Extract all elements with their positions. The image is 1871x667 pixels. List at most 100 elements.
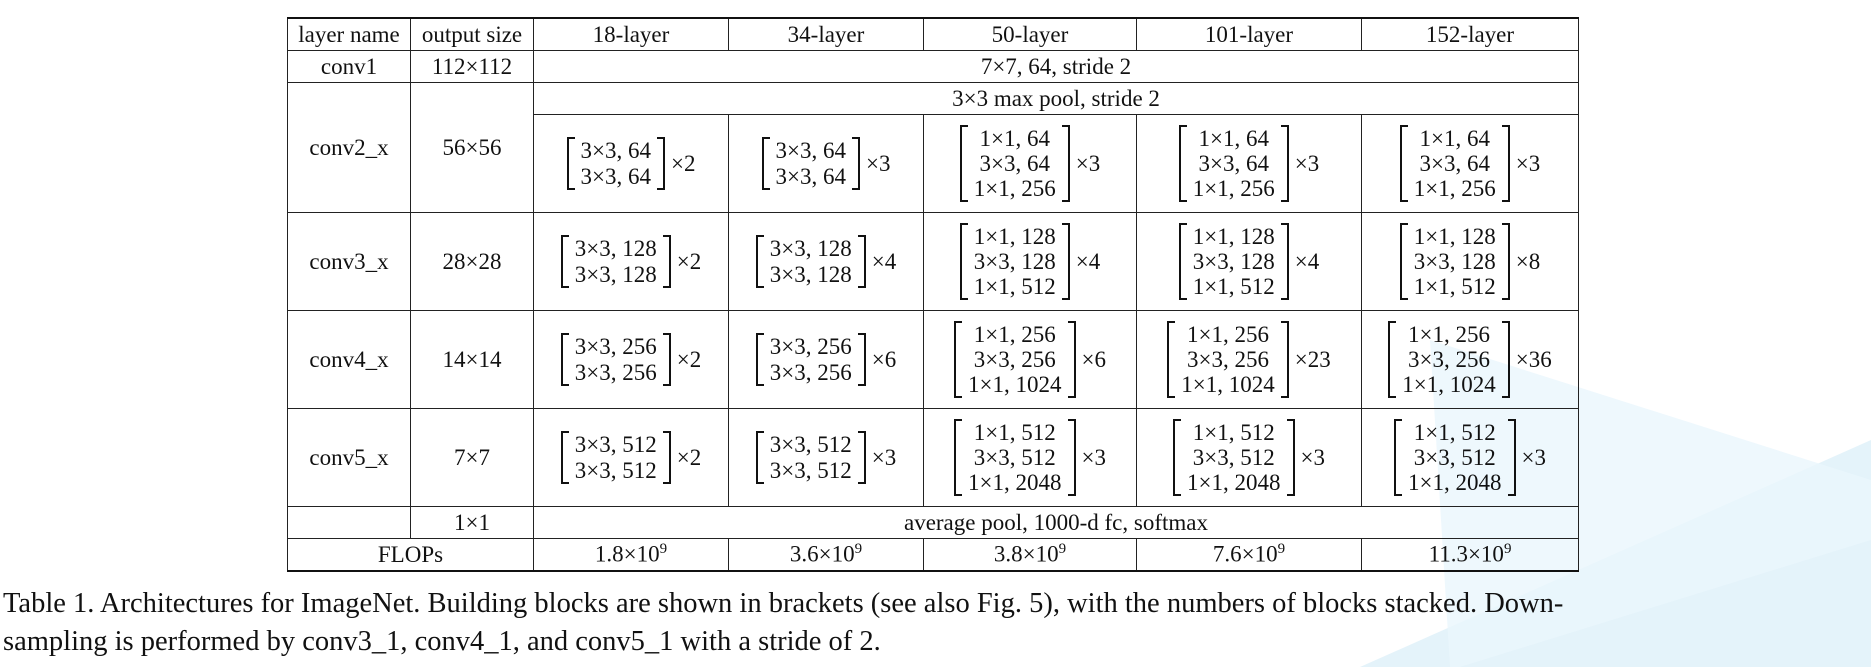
final-row: 1×1 average pool, 1000-d fc, softmax xyxy=(287,506,1579,539)
caption-line-2: sampling is performed by conv3_1, conv4_… xyxy=(3,626,881,657)
block-layer-spec: 3×3, 256 xyxy=(973,346,1056,372)
block-layer-spec: 1×1, 512 xyxy=(973,274,1056,300)
maxpool-row: conv2_x 56×56 3×3 max pool, stride 2 xyxy=(287,82,1579,213)
block-layer-spec: 1×1, 512 xyxy=(973,419,1056,445)
block-multiplier: ×2 xyxy=(676,248,702,274)
block-layer-spec: 1×1, 128 xyxy=(973,223,1056,249)
block-multiplier: ×3 xyxy=(1075,150,1101,176)
header-18-layer: 18-layer xyxy=(533,17,729,51)
stage-name: conv4_x xyxy=(287,310,411,409)
block-multiplier: ×36 xyxy=(1515,346,1552,372)
block-multiplier: ×8 xyxy=(1515,248,1541,274)
header-50-layer: 50-layer xyxy=(923,17,1137,51)
block-layer-spec: 3×3, 128 xyxy=(1413,248,1496,274)
flops-mantissa: 3.8×10 xyxy=(993,541,1059,567)
block-layer-spec: 3×3, 64 xyxy=(1198,150,1269,176)
block-layer-spec: 1×1, 2048 xyxy=(1187,470,1281,496)
block-layer-spec: 3×3, 256 xyxy=(574,334,657,360)
final-spec: average pool, 1000-d fc, softmax xyxy=(533,506,1579,539)
block-layer-spec: 1×1, 512 xyxy=(1192,274,1275,300)
block-layer-spec: 1×1, 512 xyxy=(1413,419,1496,445)
block-layer-spec: 3×3, 512 xyxy=(769,432,852,458)
block-layer-spec: 3×3, 128 xyxy=(1192,248,1275,274)
flops-exponent: 9 xyxy=(1277,541,1286,558)
block-multiplier: ×3 xyxy=(1300,444,1325,470)
conv1-spec: 7×7, 64, stride 2 xyxy=(533,50,1579,83)
header-34-layer: 34-layer xyxy=(728,17,924,51)
block-multiplier: ×2 xyxy=(676,346,702,372)
caption-line-1: Table 1. Architectures for ImageNet. Bui… xyxy=(3,588,1564,619)
block-layer-spec: 1×1, 64 xyxy=(979,125,1050,151)
flops-value: 11.3×109 xyxy=(1361,538,1579,572)
block-layer-spec: 3×3, 128 xyxy=(574,236,657,262)
block-multiplier: ×3 xyxy=(1515,150,1541,176)
block-multiplier: ×2 xyxy=(676,444,702,470)
block-multiplier: ×3 xyxy=(1081,444,1106,470)
conv1-row: conv1 112×112 7×7, 64, stride 2 xyxy=(287,50,1579,83)
flops-exponent: 9 xyxy=(1058,541,1067,558)
block-layer-spec: 3×3, 512 xyxy=(1192,444,1275,470)
architecture-table: layer name output size 18-layer 34-layer… xyxy=(287,17,1579,572)
block-multiplier: ×4 xyxy=(871,248,897,274)
stage-name: conv5_x xyxy=(287,408,411,507)
flops-row: FLOPs 1.8×109 3.6×109 3.8×109 7.6×109 11… xyxy=(287,538,1579,572)
flops-value: 3.8×109 xyxy=(923,538,1137,572)
block-multiplier: ×4 xyxy=(1075,248,1101,274)
conv1-name: conv1 xyxy=(287,50,411,83)
block-layer-spec: 1×1, 256 xyxy=(973,176,1056,202)
block-multiplier: ×3 xyxy=(1521,444,1546,470)
flops-mantissa: 11.3×10 xyxy=(1428,541,1504,567)
block-layer-spec: 1×1, 2048 xyxy=(1408,470,1502,496)
block-layer-spec: 1×1, 256 xyxy=(1408,321,1490,347)
block-multiplier: ×4 xyxy=(1294,248,1320,274)
block-layer-spec: 3×3, 64 xyxy=(580,138,651,164)
block-layer-spec: 3×3, 128 xyxy=(769,261,852,287)
block-layer-spec: 3×3, 512 xyxy=(574,432,657,458)
final-output: 1×1 xyxy=(410,506,534,539)
block-layer-spec: 1×1, 1024 xyxy=(1181,372,1275,398)
block-layer-spec: 3×3, 512 xyxy=(1413,444,1496,470)
stage-output: 56×56 xyxy=(410,82,534,213)
block-layer-spec: 1×1, 512 xyxy=(1413,274,1496,300)
block-layer-spec: 3×3, 128 xyxy=(574,261,657,287)
stage-output: 14×14 xyxy=(410,310,534,409)
block-multiplier: ×3 xyxy=(1294,150,1320,176)
block-layer-spec: 3×3, 256 xyxy=(1187,346,1269,372)
